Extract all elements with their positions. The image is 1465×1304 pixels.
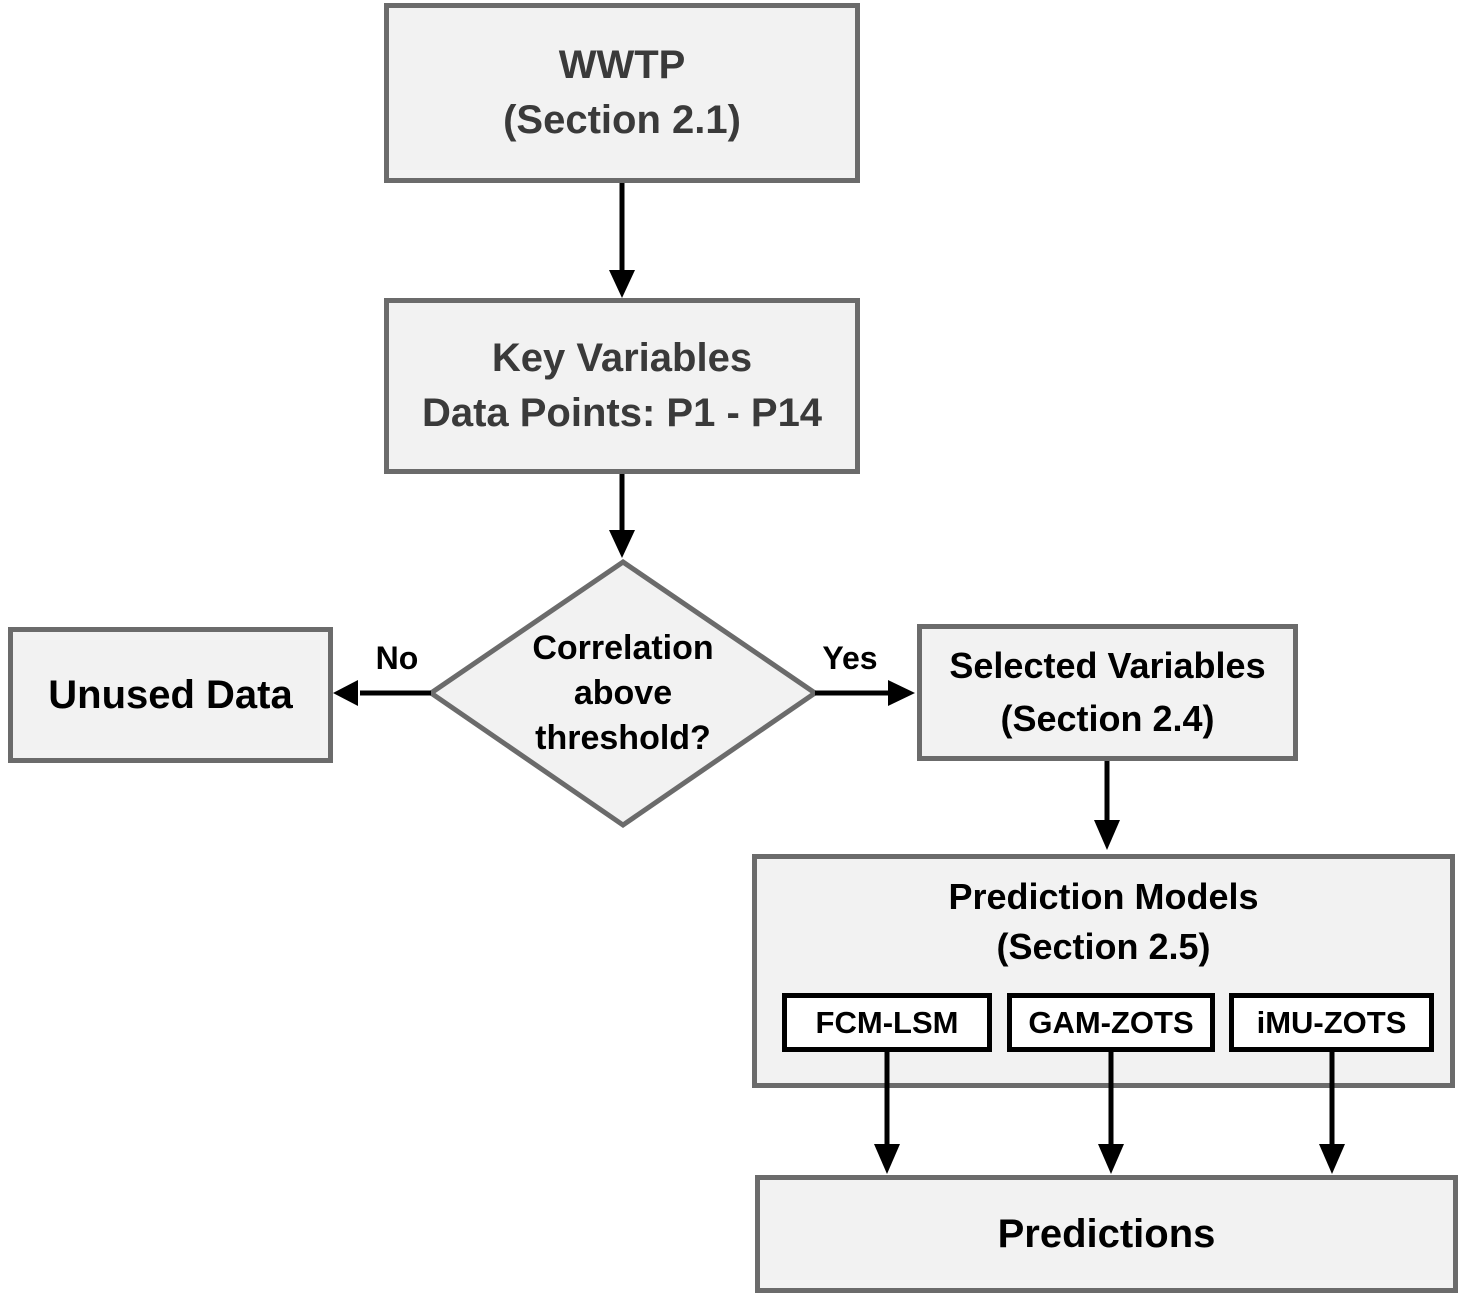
arrowhead-decision-unused	[333, 680, 358, 706]
arrowhead-wwtp-keyvariables	[609, 270, 635, 298]
node-unused-data: Unused Data	[8, 627, 333, 763]
arrowhead-decision-selected	[888, 680, 915, 706]
arrowhead-imu-predictions	[1319, 1144, 1345, 1174]
decision-label: Correlation above threshold?	[532, 629, 714, 757]
node-selected-variables: Selected Variables (Section 2.4)	[917, 624, 1298, 761]
arrowhead-keyvariables-decision	[609, 530, 635, 558]
arrowhead-selected-predmodels	[1094, 820, 1120, 850]
model-box-imu-zots: iMU-ZOTS	[1229, 993, 1434, 1052]
node-key-variables: Key Variables Data Points: P1 - P14	[384, 298, 860, 474]
edge-label-no: No	[375, 640, 419, 676]
prediction-models-title: Prediction Models (Section 2.5)	[948, 876, 1259, 968]
arrowhead-gam-predictions	[1098, 1144, 1124, 1174]
arrowhead-fcm-predictions	[874, 1144, 900, 1174]
node-wwtp: WWTP (Section 2.1)	[384, 3, 860, 183]
node-predictions: Predictions	[755, 1175, 1458, 1293]
node-prediction-models: Prediction Models (Section 2.5) FCM-LSM …	[752, 854, 1455, 1088]
model-box-gam-zots: GAM-ZOTS	[1007, 993, 1215, 1052]
model-box-fcm-lsm: FCM-LSM	[782, 993, 992, 1052]
edge-label-yes: Yes	[822, 640, 878, 676]
